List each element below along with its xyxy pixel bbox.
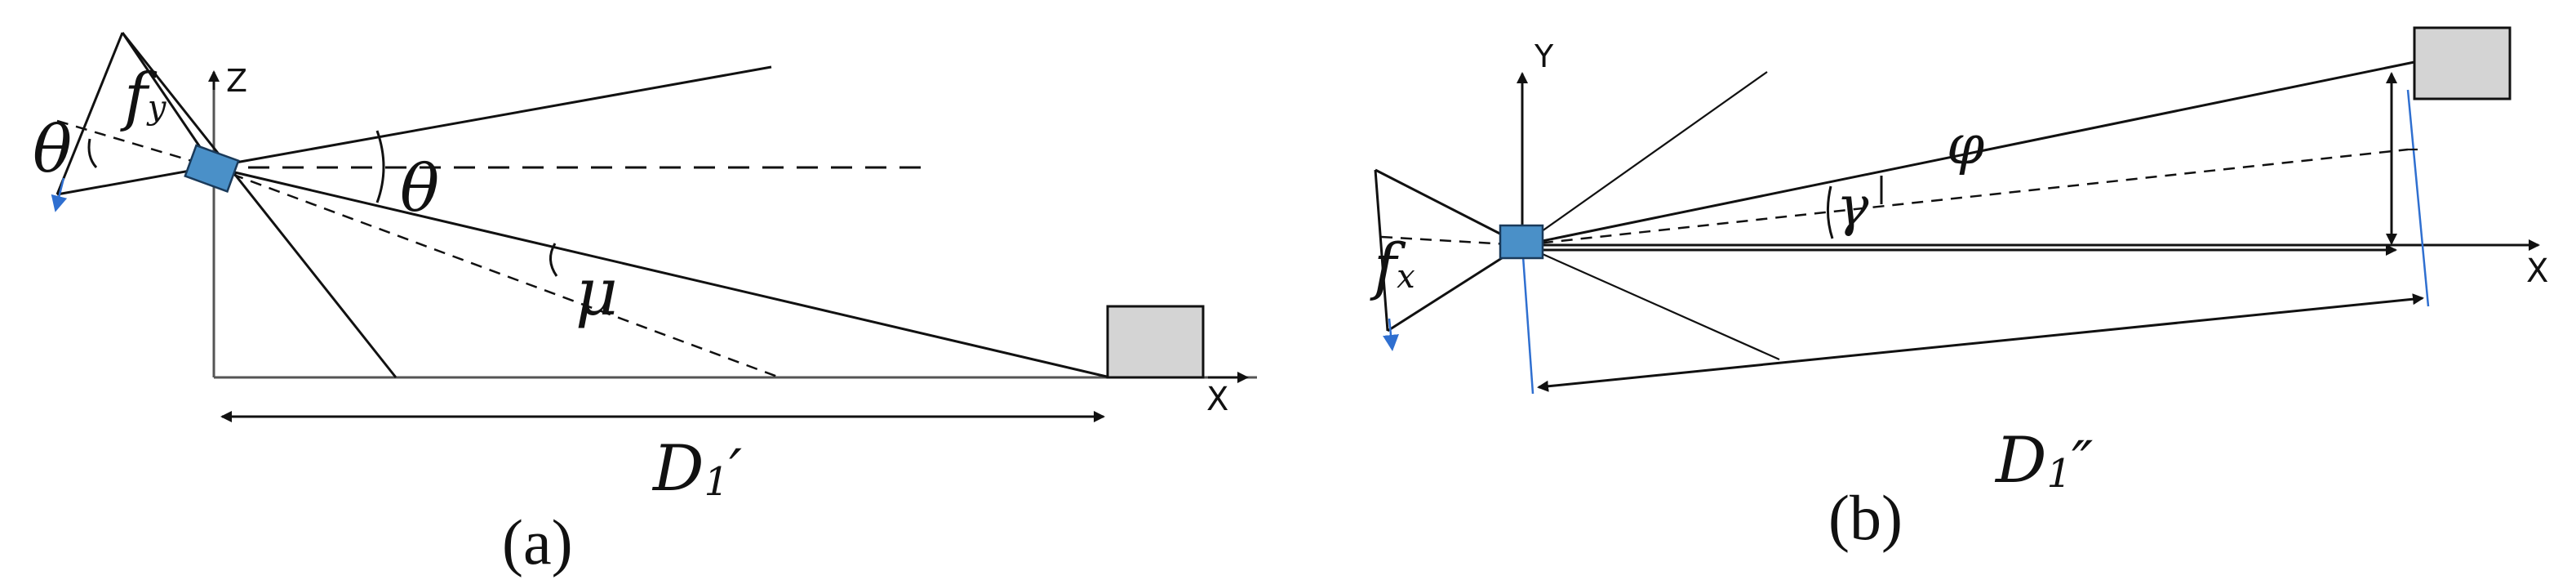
phi-label: φ bbox=[1947, 114, 1984, 176]
theta-left-label: θ bbox=[33, 111, 72, 187]
distance-subscript-a: 1 bbox=[704, 459, 730, 505]
distance-prime-a: ′ bbox=[729, 437, 742, 504]
theta-left-arc bbox=[87, 138, 98, 169]
target-object bbox=[1106, 305, 1205, 379]
distance-subscript-b: 1 bbox=[2047, 451, 2072, 497]
distance-label-a: D1′ bbox=[651, 432, 742, 506]
target-object-b bbox=[2413, 26, 2512, 100]
focal-subscript-b: x bbox=[1397, 258, 1415, 296]
mu-arc bbox=[549, 243, 558, 277]
image-plane-b bbox=[1374, 169, 1389, 332]
distance-arrow-b bbox=[1537, 293, 2424, 392]
panel-b: Y X fx φ γ D1″ (b) bbox=[1370, 26, 2548, 553]
frustum-axis-b bbox=[1380, 235, 1523, 247]
camera-icon-b bbox=[1499, 224, 1544, 260]
frustum-bottom-b bbox=[1387, 243, 1523, 332]
focal-length-label-b: fx bbox=[1370, 230, 1415, 302]
distance-symbol-b: D bbox=[1994, 424, 2047, 497]
x-axis-label-a: X bbox=[1206, 381, 1228, 418]
mu-label: μ bbox=[575, 254, 618, 330]
x-axis-label-b: X bbox=[2526, 252, 2548, 290]
distance-prime-b: ″ bbox=[2072, 429, 2093, 496]
sight-line bbox=[213, 166, 1111, 379]
theta-arc bbox=[375, 130, 385, 203]
gamma-label: γ bbox=[1837, 175, 1869, 238]
y-axis-label: Y bbox=[1534, 38, 1554, 74]
fov-upper-b bbox=[1521, 71, 1768, 246]
focal-subscript: y bbox=[146, 89, 167, 127]
image-plane-line bbox=[56, 32, 124, 195]
sight-line-b bbox=[1521, 60, 2415, 247]
fov-lower-line bbox=[121, 32, 398, 378]
caption-b: (b) bbox=[1828, 482, 1903, 553]
fov-lower-b bbox=[1521, 243, 1780, 361]
optical-axis-b bbox=[1521, 148, 2409, 247]
frustum-top-b bbox=[1375, 168, 1523, 247]
panel-a: Z X fy θ θ μ D1′ (a) bbox=[33, 32, 1257, 578]
gamma-arc bbox=[1826, 185, 1834, 239]
frustum-top bbox=[121, 32, 215, 168]
fov-upper-line bbox=[56, 65, 772, 196]
z-axis-label: Z bbox=[226, 63, 247, 99]
camera-icon bbox=[184, 144, 240, 193]
distance-symbol-a: D bbox=[651, 432, 704, 506]
blue-marker-a bbox=[51, 177, 68, 212]
blue-marker-b bbox=[1383, 318, 1399, 351]
distance-label-b: D1″ bbox=[1994, 424, 2093, 497]
blue-vertical-right bbox=[2406, 89, 2430, 307]
blue-vertical-left bbox=[1521, 244, 1534, 395]
caption-a: (a) bbox=[502, 506, 573, 578]
focal-length-label: fy bbox=[120, 60, 167, 134]
theta-right-label: θ bbox=[400, 150, 439, 226]
optical-axis-dashed bbox=[213, 166, 780, 379]
